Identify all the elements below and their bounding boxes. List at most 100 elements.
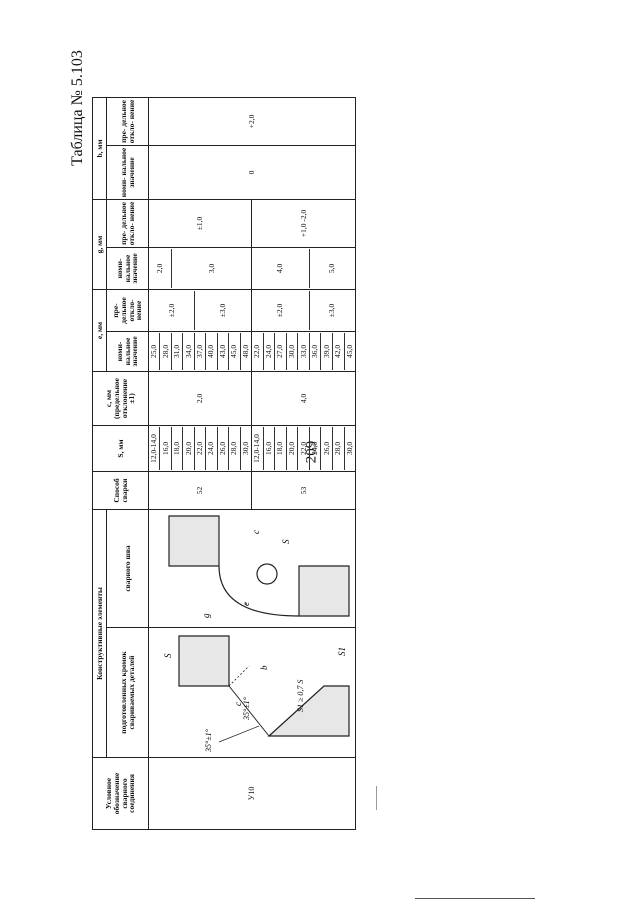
e-value: 36,0 <box>309 332 322 370</box>
table-frame: Условное обозначение сварного соединения… <box>92 46 356 830</box>
header-method: Способ сварки <box>92 471 149 510</box>
b-limit-cell: +2,0 <box>148 97 356 146</box>
s-value: 18,0 <box>171 426 184 470</box>
s-value: 30,0 <box>344 441 354 456</box>
header-prepared-edges: подготовленных кромок свариваемых детале… <box>106 627 149 758</box>
weld-label-g: g <box>201 614 211 619</box>
header-b-nominal: номи- нальное значение <box>106 145 149 200</box>
header-b-limit: пре- дельное откло- нение <box>106 97 149 146</box>
e-value: 48,0 <box>240 344 250 359</box>
s-value: 24,0 <box>206 426 218 470</box>
e-limits-2: ±2,0 ±3,0 <box>251 289 356 332</box>
s-values-1: 12,0-14,0 16,0 18,0 20,0 22,0 24,0 26,0 … <box>148 425 252 472</box>
weld-label-c: c <box>251 531 261 535</box>
s-value: 20,0 <box>286 426 299 470</box>
e-value: 39,0 <box>321 332 333 370</box>
e-value: 34,0 <box>183 332 195 370</box>
e-value: 43,0 <box>217 332 230 370</box>
s-value: 16,0 <box>263 426 276 470</box>
g-value: 3,0 <box>206 263 216 274</box>
e-values-2: 22,0 24,0 27,0 30,0 33,0 36,0 39,0 42,0 … <box>251 331 356 372</box>
blank-margin-column <box>93 0 356 97</box>
s-value: 28,0 <box>332 426 345 470</box>
header-g-nominal: номи- нальное значение <box>106 247 149 290</box>
header-e: e, мм <box>92 289 107 372</box>
rotated-table-container: Условное обозначение сварного соединения… <box>92 46 356 830</box>
e-value: 27,0 <box>275 332 287 370</box>
e-limit: ±3,0 <box>218 303 227 318</box>
rule-label-s1: S1 ≥ 0,7 S <box>296 680 305 712</box>
e-value: 42,0 <box>332 332 345 370</box>
e-value: 24,0 <box>263 332 276 370</box>
e-value: 22,0 <box>252 332 264 370</box>
e-value: 40,0 <box>206 332 218 370</box>
designation-cell: У10 <box>148 757 356 830</box>
angle-label-left: 35°±1° <box>242 697 251 722</box>
header-b: b, мм <box>92 97 107 200</box>
s-value: 24,0 <box>309 426 322 470</box>
header-e-limit: пре- дельное откло- нение <box>106 289 149 332</box>
e-value: 25,0 <box>149 332 161 370</box>
c-value-2: 4,0 <box>251 371 356 426</box>
s-value: 26,0 <box>321 426 333 470</box>
e-value: 45,0 <box>229 332 241 370</box>
e-value: 37,0 <box>194 332 207 370</box>
header-g: g, мм <box>92 199 107 290</box>
dim-label-c: c <box>233 703 243 707</box>
e-limits-1: ±2,0 ±3,0 <box>148 289 252 332</box>
header-e-nominal: номи- нальное значение <box>106 331 149 372</box>
angle-label-top: 35°±1° <box>204 729 213 754</box>
dim-label-s: S <box>163 654 173 659</box>
s-value: 20,0 <box>183 426 195 470</box>
e-limit: ±3,0 <box>327 303 337 318</box>
g-limit-2: +1,0 -2,0 <box>251 199 356 248</box>
bottom-rule <box>415 898 535 899</box>
s-value: 12,0-14,0 <box>149 426 161 470</box>
header-c: c, мм (предельное отклонение ±1) <box>92 371 149 426</box>
header-weld: сварного шва <box>106 509 149 628</box>
method-cell-1: 52 <box>148 471 252 510</box>
header-g-limit: пре- дельное откло- нение <box>106 199 149 248</box>
s-value: 22,0 <box>194 426 207 470</box>
s-value: 12,0-14,0 <box>252 426 264 470</box>
weld-drawing-cell: e g S c <box>148 509 356 628</box>
g-values-2: 4,0 5,0 <box>251 247 356 290</box>
s-value: 30,0 <box>240 441 250 456</box>
scan-dot <box>245 603 247 605</box>
weld-label-s: S <box>281 540 291 545</box>
table-title: Таблица № 5.103 <box>69 50 86 166</box>
scan-mark <box>376 786 377 810</box>
s-value: 26,0 <box>217 426 230 470</box>
c-value-1: 2,0 <box>148 371 252 426</box>
s-values-2: 12,0-14,0 16,0 18,0 20,0 22,0 24,0 26,0 … <box>251 425 356 472</box>
header-designation: Условное обозначение сварного соединения <box>92 757 149 830</box>
e-value: 30,0 <box>286 332 299 370</box>
e-limit: ±2,0 <box>149 290 195 330</box>
method-cell-2: 53 <box>251 471 356 510</box>
g-values-1: 2,0 3,0 <box>148 247 252 290</box>
s-value: 22,0 <box>298 426 310 470</box>
g-value: 5,0 <box>327 263 337 274</box>
s-value: 28,0 <box>229 426 241 470</box>
weld-root-circle <box>256 563 278 586</box>
b-nominal-cell: 0 <box>148 145 356 200</box>
g-limit-1: ±1,0 <box>148 199 252 248</box>
e-limit: ±2,0 <box>252 290 310 330</box>
e-value: 45,0 <box>344 344 354 359</box>
dim-label-b: b <box>259 666 269 671</box>
header-s: S, мм <box>92 425 149 472</box>
e-value: 31,0 <box>171 332 184 370</box>
e-value: 33,0 <box>298 332 310 370</box>
prepared-edges-drawing-cell: 35°±1° 35°±1° S b c S1 S1 ≥ 0,7 S <box>148 627 356 758</box>
header-constructive: Конструктивные элементы <box>92 509 107 758</box>
s-value: 16,0 <box>160 426 172 470</box>
e-values-1: 25,0 28,0 31,0 34,0 37,0 40,0 43,0 45,0 … <box>148 331 252 372</box>
g-value: 4,0 <box>252 248 310 288</box>
g-value: 2,0 <box>149 248 173 288</box>
dim-label-s1: S1 <box>337 648 347 657</box>
weld-spec-table: Условное обозначение сварного соединения… <box>92 0 356 830</box>
e-value: 28,0 <box>160 332 172 370</box>
weld-drawing: e g S c <box>168 515 350 619</box>
s-value: 18,0 <box>275 426 287 470</box>
prepared-edges-drawing: 35°±1° 35°±1° S b c S1 S1 ≥ 0,7 S <box>163 635 350 754</box>
